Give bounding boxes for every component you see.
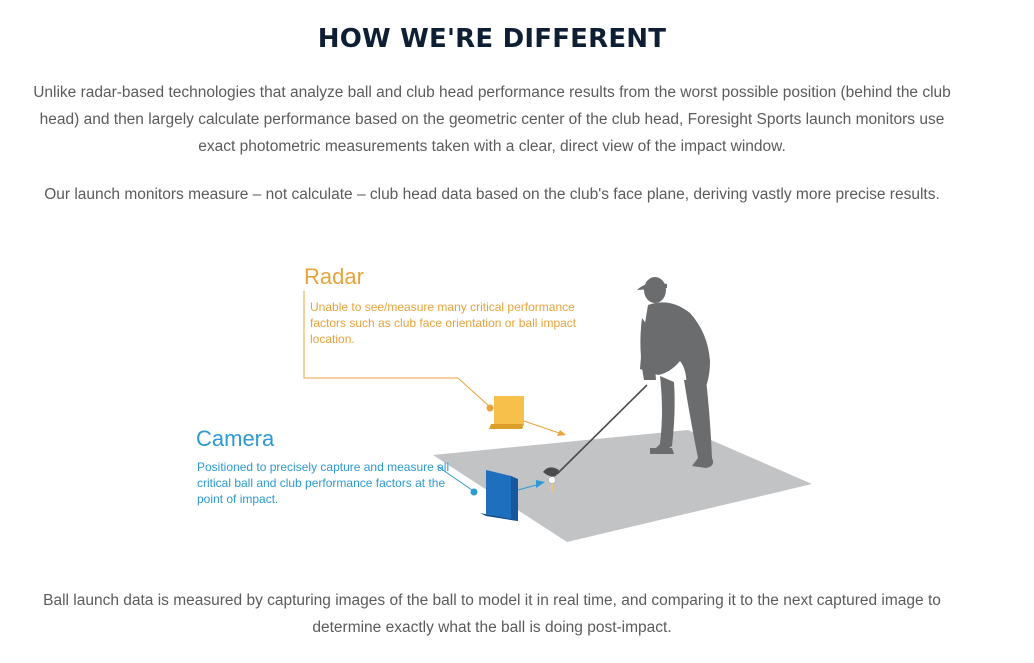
golf-club-head [543,467,559,477]
radar-description: Unable to see/measure many critical perf… [310,300,577,346]
measure-paragraph: Our launch monitors measure – not calcul… [44,186,940,203]
radar-unit-icon [489,396,524,429]
diagram-illustration [303,277,812,542]
camera-description: Positioned to precisely capture and meas… [197,460,450,506]
radar-callout-line [303,291,491,408]
radar-label: Radar [304,264,364,289]
camera-callout-dot [470,488,478,496]
golfer-silhouette [637,277,714,468]
golf-ball-icon [548,476,556,492]
hitting-mat [433,430,812,542]
section-title: HOW WE'RE DIFFERENT [317,24,667,54]
radar-vs-camera-diagram: Radar Unable to see/measure many critica… [0,250,1034,560]
radar-beam-arrow [523,420,563,435]
camera-label: Camera [196,426,275,451]
ball-data-paragraph: Ball launch data is measured by capturin… [43,592,941,636]
radar-callout-dot [486,404,494,412]
intro-paragraph: Unlike radar-based technologies that ana… [33,84,951,155]
golf-club-shaft [556,384,648,475]
camera-unit-icon [480,470,518,521]
camera-callout-line [436,465,473,491]
